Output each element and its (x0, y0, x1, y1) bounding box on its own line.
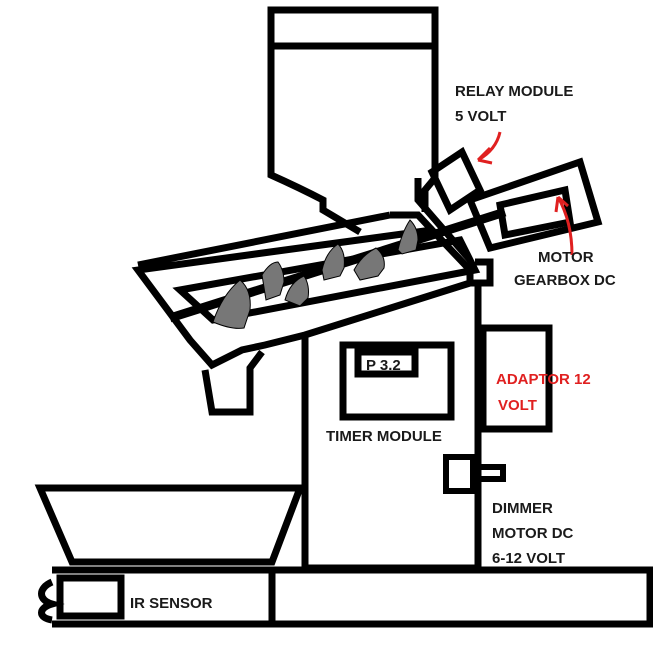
motor-arrow (554, 195, 574, 256)
discharge-spout (201, 349, 265, 416)
dimmer-label-line3: 6-12 VOLT (492, 550, 565, 567)
motor-gearbox (465, 157, 603, 253)
dimmer-label-line1: DIMMER (492, 500, 553, 517)
adaptor-label-line1: ADAPTOR 12 (496, 371, 591, 388)
motor-label-line1: MOTOR (538, 249, 594, 266)
adaptor-box (479, 324, 553, 433)
relay-module (427, 146, 485, 216)
hopper-body (267, 46, 439, 236)
dimmer-label-line2: MOTOR DC (492, 525, 574, 542)
relay-module-box (427, 146, 485, 216)
ir-sensor-box (56, 574, 125, 620)
timer-label: TIMER MODULE (326, 428, 442, 445)
auger-blade (321, 243, 345, 281)
timer-module-box (339, 341, 455, 421)
feeder-right-wall (414, 178, 473, 263)
auger-blade (261, 261, 285, 301)
hopper (267, 6, 439, 236)
hopper-cap (267, 6, 439, 50)
dimmer (443, 454, 506, 494)
motor-housing (465, 157, 603, 253)
motor-label-line2: GEARBOX DC (514, 272, 616, 289)
auger-blade (353, 247, 385, 281)
auger-blade (397, 219, 419, 255)
relay-label-line1: RELAY MODULE (455, 83, 573, 100)
auger-blade (212, 279, 251, 329)
timer-display-box (354, 348, 419, 378)
dimmer-body (443, 454, 476, 494)
labels: RELAY MODULE 5 VOLT MOTOR GEARBOX DC P 3… (130, 83, 616, 612)
annotation-arrows (476, 131, 574, 256)
adaptor-label-line2: VOLT (498, 397, 537, 414)
tube-outer (131, 211, 474, 370)
motor-body (496, 185, 574, 240)
auger-blades (212, 219, 419, 329)
base-frame (52, 566, 653, 628)
timer-display-text: P 3.2 (366, 357, 401, 374)
auger-blade (284, 275, 309, 307)
relay-arrow (476, 131, 502, 165)
collection-bowl (34, 484, 306, 566)
relay-label-line2: 5 VOLT (455, 108, 506, 125)
base (38, 566, 653, 628)
ir-sensor-cable (38, 578, 65, 624)
ir-sensor-label: IR SENSOR (130, 595, 213, 612)
dimmer-knob (470, 464, 506, 482)
